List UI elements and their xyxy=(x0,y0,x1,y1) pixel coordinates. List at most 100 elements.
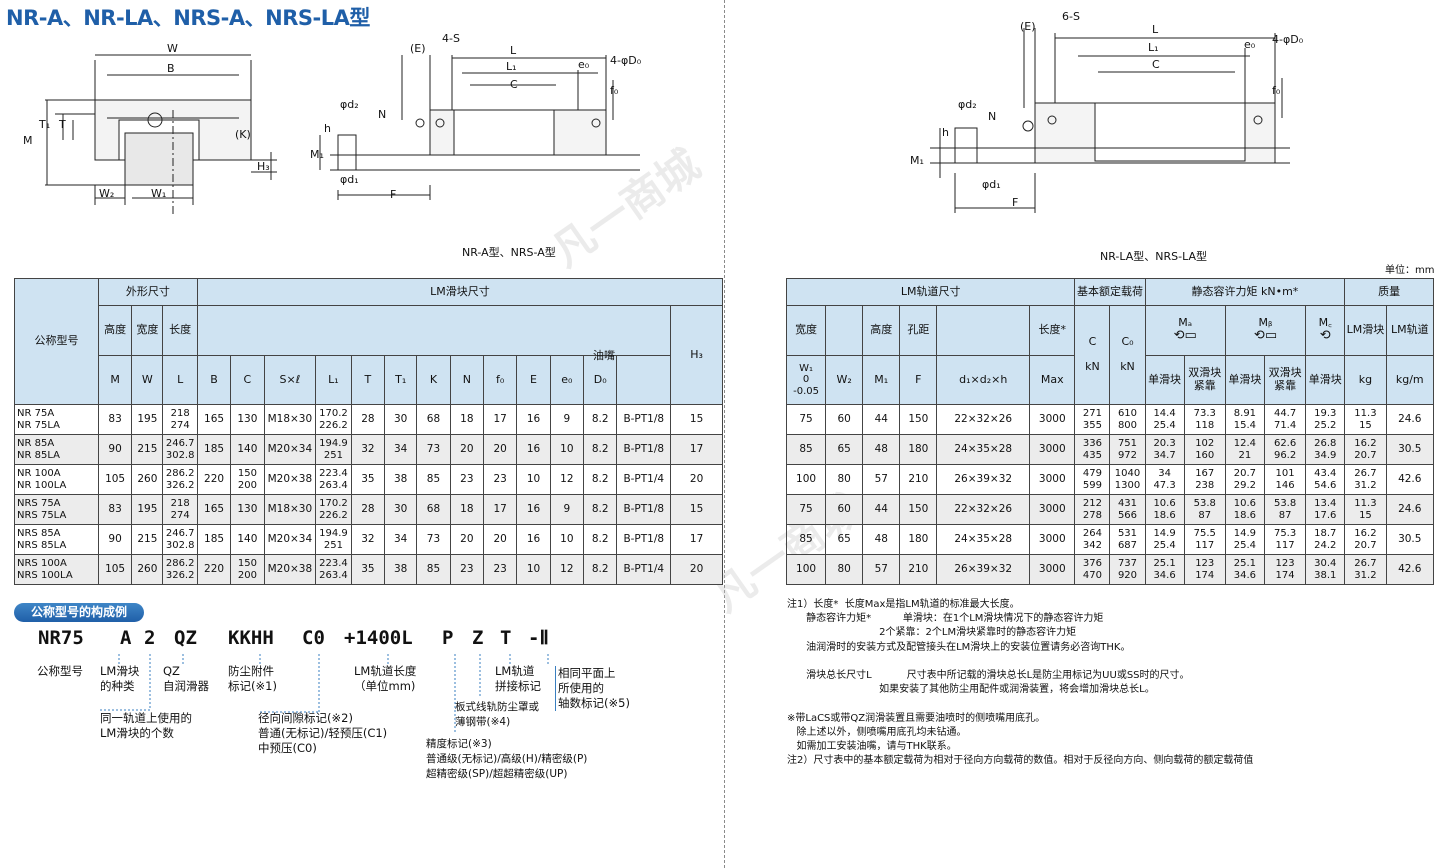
dim-e0: e₀ xyxy=(578,58,590,71)
cell-f0: 23 xyxy=(482,464,518,495)
cell-W: 195 xyxy=(131,404,164,435)
cell-C: 130 xyxy=(230,494,265,525)
cell-S: M20×38 xyxy=(263,464,317,495)
dim-T1: T₁ xyxy=(38,118,50,131)
cell-T: 28 xyxy=(350,404,386,435)
col-sym: W xyxy=(131,355,164,405)
col-MC: M꜀⟲ xyxy=(1305,305,1346,356)
col-sym: T xyxy=(350,355,386,405)
cell-C: 140 xyxy=(230,524,265,555)
cell-Max: 3000 xyxy=(1029,524,1076,555)
dim-f0: f₀ xyxy=(1272,84,1281,97)
cell-C: 140 xyxy=(230,434,265,465)
dim-d2: φd₂ xyxy=(958,98,977,111)
col-kg: kg xyxy=(1344,355,1387,405)
dim-C: C xyxy=(1152,58,1160,71)
col-sym: E xyxy=(516,355,551,405)
cell-M: 83 xyxy=(97,494,133,525)
cell-T1: 34 xyxy=(384,434,418,465)
cell-F: 150 xyxy=(899,494,938,525)
col-sym: S×ℓ xyxy=(263,355,317,405)
col-MA-single: 单滑块 xyxy=(1144,355,1185,405)
cell-oil: B-PT1/8 xyxy=(616,434,672,465)
cell-W: 260 xyxy=(131,464,164,495)
cell-W1: 75 xyxy=(785,404,827,435)
col-kgm: kg/m xyxy=(1385,355,1435,405)
cell-mr: 24.6 xyxy=(1385,494,1435,525)
page-title: NR-A、NR-LA、NRS-A、NRS-LA型 xyxy=(6,6,370,30)
spec-table-right: LM轨道尺寸 基本额定载荷 静态容许力矩 kN•m* 质量 宽度 高度 孔距 长… xyxy=(785,278,1435,585)
cell-e0: 12 xyxy=(549,464,585,495)
col-moment: 静态容许力矩 kN•m* xyxy=(1144,278,1346,306)
model-code-heading: 公称型号的构成例 xyxy=(14,603,144,622)
cell-H3: 20 xyxy=(670,554,723,585)
col-sym: B xyxy=(196,355,232,405)
col-model: 公称型号 xyxy=(14,278,99,405)
cell-M1: 48 xyxy=(862,434,901,465)
model-code-part: NR75 xyxy=(38,627,84,649)
cell-S: M20×34 xyxy=(263,524,317,555)
cell-e0: 10 xyxy=(549,524,585,555)
dim-d2: φd₂ xyxy=(340,98,359,111)
cell-B: 220 xyxy=(196,554,232,585)
cell-f0: 20 xyxy=(482,434,518,465)
dim-L: L xyxy=(1152,23,1159,36)
cell-Max: 3000 xyxy=(1029,404,1076,435)
label-cover: 板式线轨防尘罩或 薄钢带(※4) xyxy=(455,701,539,728)
cell-H3: 20 xyxy=(670,464,723,495)
cell-T1: 34 xyxy=(384,524,418,555)
cell-E: 16 xyxy=(516,434,551,465)
cell-N: 20 xyxy=(449,434,485,465)
cell-W2: 80 xyxy=(825,464,864,495)
moment-a-icon: ⟲▭ xyxy=(1173,328,1197,344)
dim-B: B xyxy=(167,62,175,75)
dim-W1: W₁ xyxy=(151,187,166,200)
cell-oil: B-PT1/8 xyxy=(616,404,672,435)
cell-D0: 8.2 xyxy=(583,404,618,435)
dim-T: T xyxy=(58,118,66,131)
model-code-part: T xyxy=(500,627,512,649)
dim-E: (E) xyxy=(410,42,426,55)
label-seal: 防尘附件 标记(※1) xyxy=(228,664,277,693)
cell-Max: 3000 xyxy=(1029,434,1076,465)
cell-W: 260 xyxy=(131,554,164,585)
cell-Max: 3000 xyxy=(1029,494,1076,525)
col-MB-single: 单滑块 xyxy=(1224,355,1265,405)
cell-S: M18×30 xyxy=(263,494,317,525)
cell-F: 180 xyxy=(899,524,938,555)
col-lm-rail-mass: LM轨道 xyxy=(1385,305,1435,356)
dim-F: F xyxy=(390,188,396,201)
col-MB: Mᵦ⟲▭ xyxy=(1224,305,1307,356)
front-view-drawing: W B M T₁ T (K) H₃ W₂ W₁ xyxy=(23,42,277,215)
model-code-part: A xyxy=(120,627,132,649)
col-sym: f₀ xyxy=(482,355,518,405)
cell-Max: 3000 xyxy=(1029,464,1076,495)
dim-E: (E) xyxy=(1020,20,1036,33)
dim-S: 4-S xyxy=(442,32,460,45)
label-same-plane: 相同平面上 所使用的 轴数标记(※5) xyxy=(555,666,630,711)
